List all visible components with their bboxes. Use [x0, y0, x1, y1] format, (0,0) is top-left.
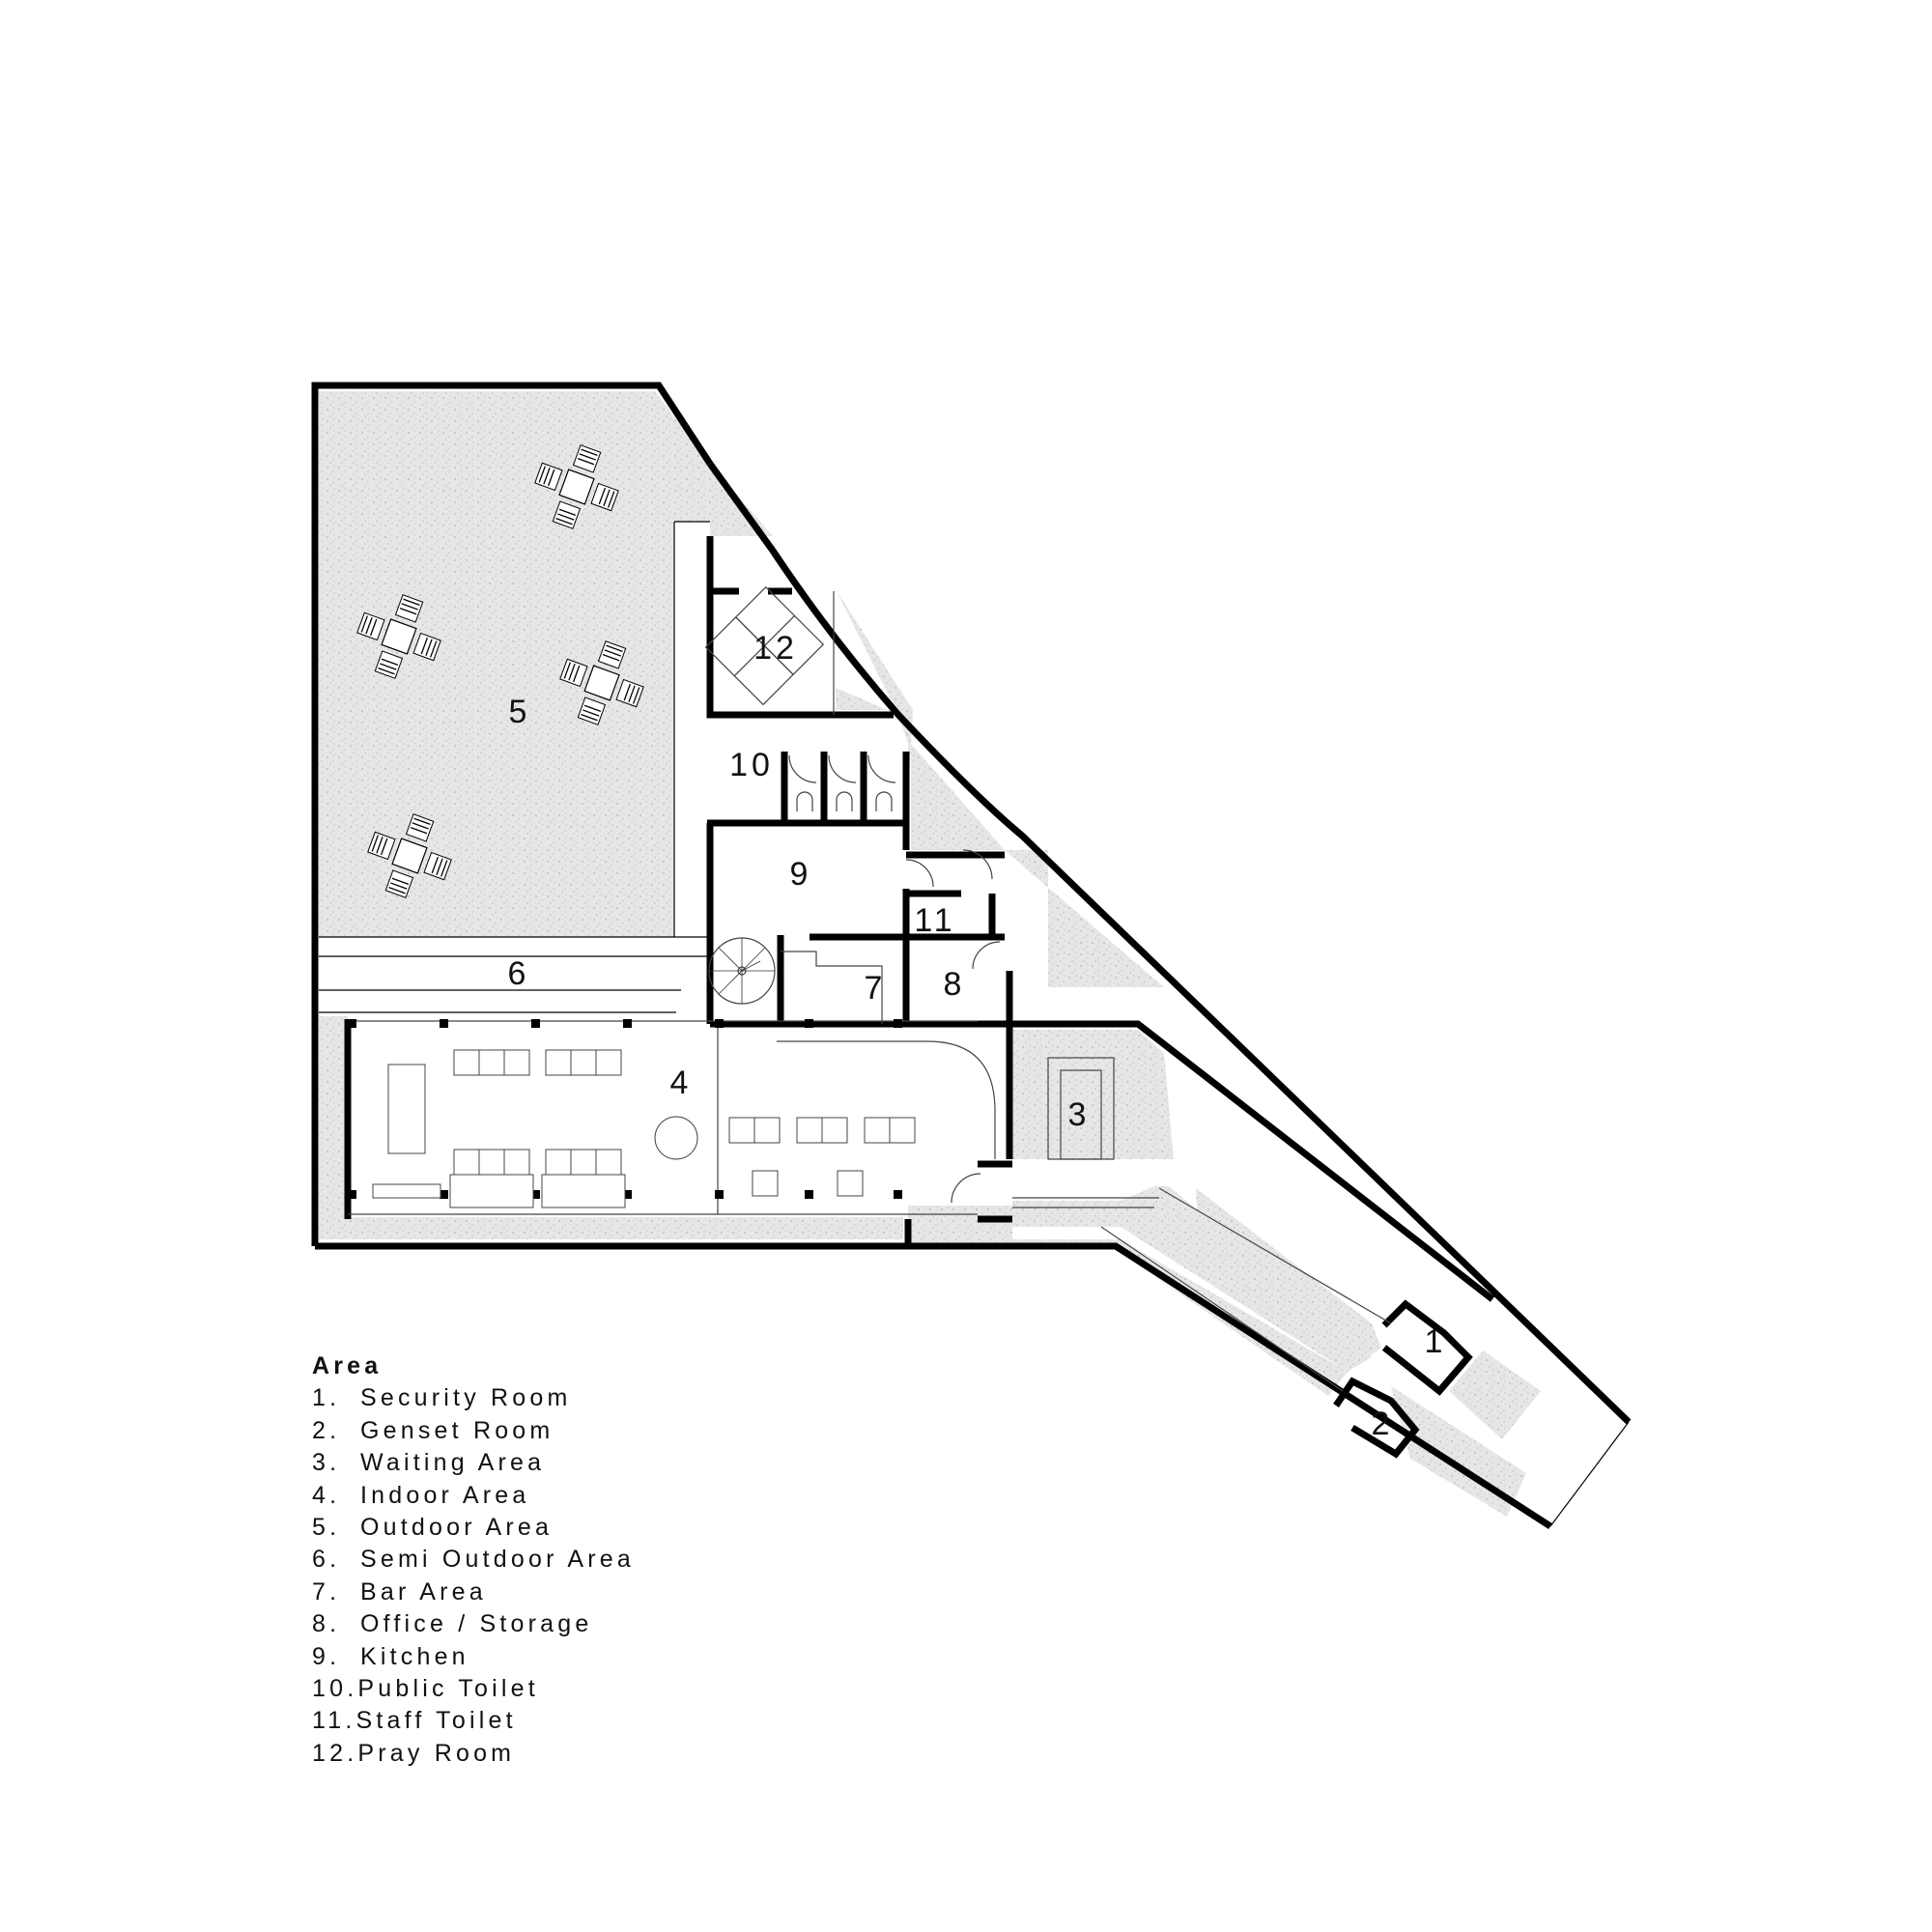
- legend-item: 8.Office / Storage: [312, 1610, 593, 1638]
- room-label-1: 1: [1425, 1323, 1447, 1360]
- legend-item: 3.Waiting Area: [312, 1449, 546, 1477]
- columns: [348, 1019, 902, 1199]
- exterior-walls: [311, 382, 1632, 1529]
- room-label-5: 5: [509, 694, 531, 730]
- room-label-6: 6: [508, 955, 530, 992]
- legend-item: 1.Security Room: [312, 1384, 572, 1412]
- room-label-10: 10: [729, 747, 774, 783]
- semi-outdoor-corridor: [319, 521, 710, 1013]
- legend-item: 9.Kitchen: [312, 1642, 469, 1670]
- room-label-8: 8: [944, 966, 966, 1003]
- room-label-9: 9: [790, 856, 812, 893]
- room-label-12: 12: [753, 630, 798, 667]
- room-labels: 1 2 3 4 5 6 7 8 9 10 11 12: [508, 630, 1447, 1442]
- legend-item: 4.Indoor Area: [312, 1481, 530, 1509]
- room-label-4: 4: [670, 1065, 693, 1101]
- room-label-2: 2: [1372, 1406, 1394, 1442]
- legend-item: 12.Pray Room: [312, 1739, 516, 1767]
- legend-item: 2.Genset Room: [312, 1416, 554, 1444]
- room-label-11: 11: [914, 902, 955, 939]
- legend-item: 6.Semi Outdoor Area: [312, 1546, 636, 1574]
- legend-item: 5.Outdoor Area: [312, 1514, 554, 1542]
- legend-item: 7.Bar Area: [312, 1577, 487, 1605]
- thin-details: [348, 585, 1392, 1392]
- legend-item: 11.Staff Toilet: [312, 1707, 517, 1735]
- outdoor-paving: [319, 391, 1541, 1517]
- area-legend: Area 1.Security Room 2.Genset Room 3.Wai…: [312, 1350, 635, 1770]
- room-label-7: 7: [865, 970, 887, 1007]
- legend-item: 10.Public Toilet: [312, 1675, 539, 1703]
- legend-title: Area: [312, 1352, 383, 1379]
- indoor-furniture: [372, 1049, 916, 1208]
- room-label-3: 3: [1068, 1096, 1091, 1133]
- interior-walls: [344, 536, 1473, 1459]
